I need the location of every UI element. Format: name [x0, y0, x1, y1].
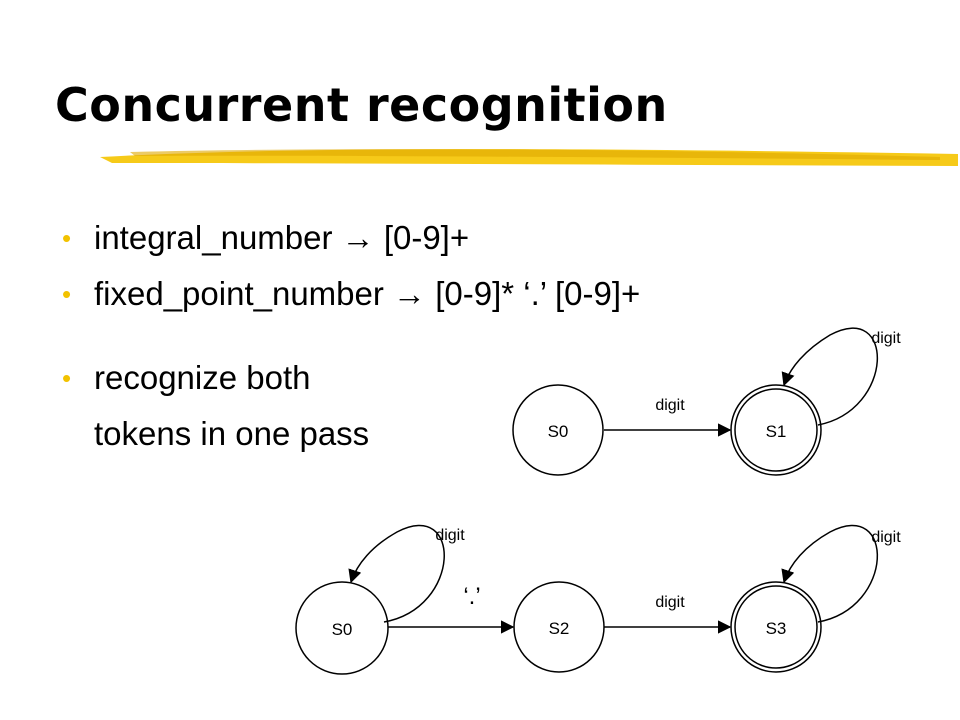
loop2-s0-label: digit: [435, 527, 465, 544]
loop2-s3-label: digit: [871, 529, 901, 546]
state2-s0: [295, 581, 389, 675]
state-s0: [512, 384, 604, 476]
loop-s1-label: digit: [871, 330, 901, 347]
bullet-dot-icon: •: [62, 223, 72, 253]
state-s1-label: S1: [766, 422, 787, 441]
diagram-integral: S0 S1 digit digit: [512, 327, 901, 476]
state2-s3-inner: [734, 585, 818, 669]
bullet-list: • integral_number → [0-9]+ • fixed_point…: [60, 210, 640, 462]
edge2-s2-s3-label: digit: [655, 594, 685, 611]
state-s0-label: S0: [548, 422, 569, 441]
state-s1-inner: [734, 388, 818, 472]
state2-s2-label: S2: [549, 619, 570, 638]
bullet-integral-number: • integral_number → [0-9]+: [60, 210, 640, 266]
bullet-dot-icon: •: [62, 363, 72, 393]
bullet-fixed-point-number: • fixed_point_number → [0-9]* ‘.’ [0-9]+: [60, 266, 640, 322]
edge2-s0-s2-label: ‘.’: [463, 583, 480, 610]
diagram-fixed-point: S0 S2 S3 digit ‘.’ digit digit: [295, 524, 901, 675]
edge-s0-s1-label: digit: [655, 397, 685, 414]
state2-s0-label: S0: [332, 620, 353, 639]
loop2-s3: [781, 524, 879, 623]
title-underline: [100, 149, 958, 166]
loop-s1: [781, 327, 879, 426]
slide-title: Concurrent recognition: [55, 78, 668, 132]
state2-s3-label: S3: [766, 619, 787, 638]
loop2-s0: [348, 524, 445, 623]
bullet-dot-icon: •: [62, 279, 72, 309]
bullet-recognize-both: • recognize both tokens in one pass: [60, 350, 640, 462]
